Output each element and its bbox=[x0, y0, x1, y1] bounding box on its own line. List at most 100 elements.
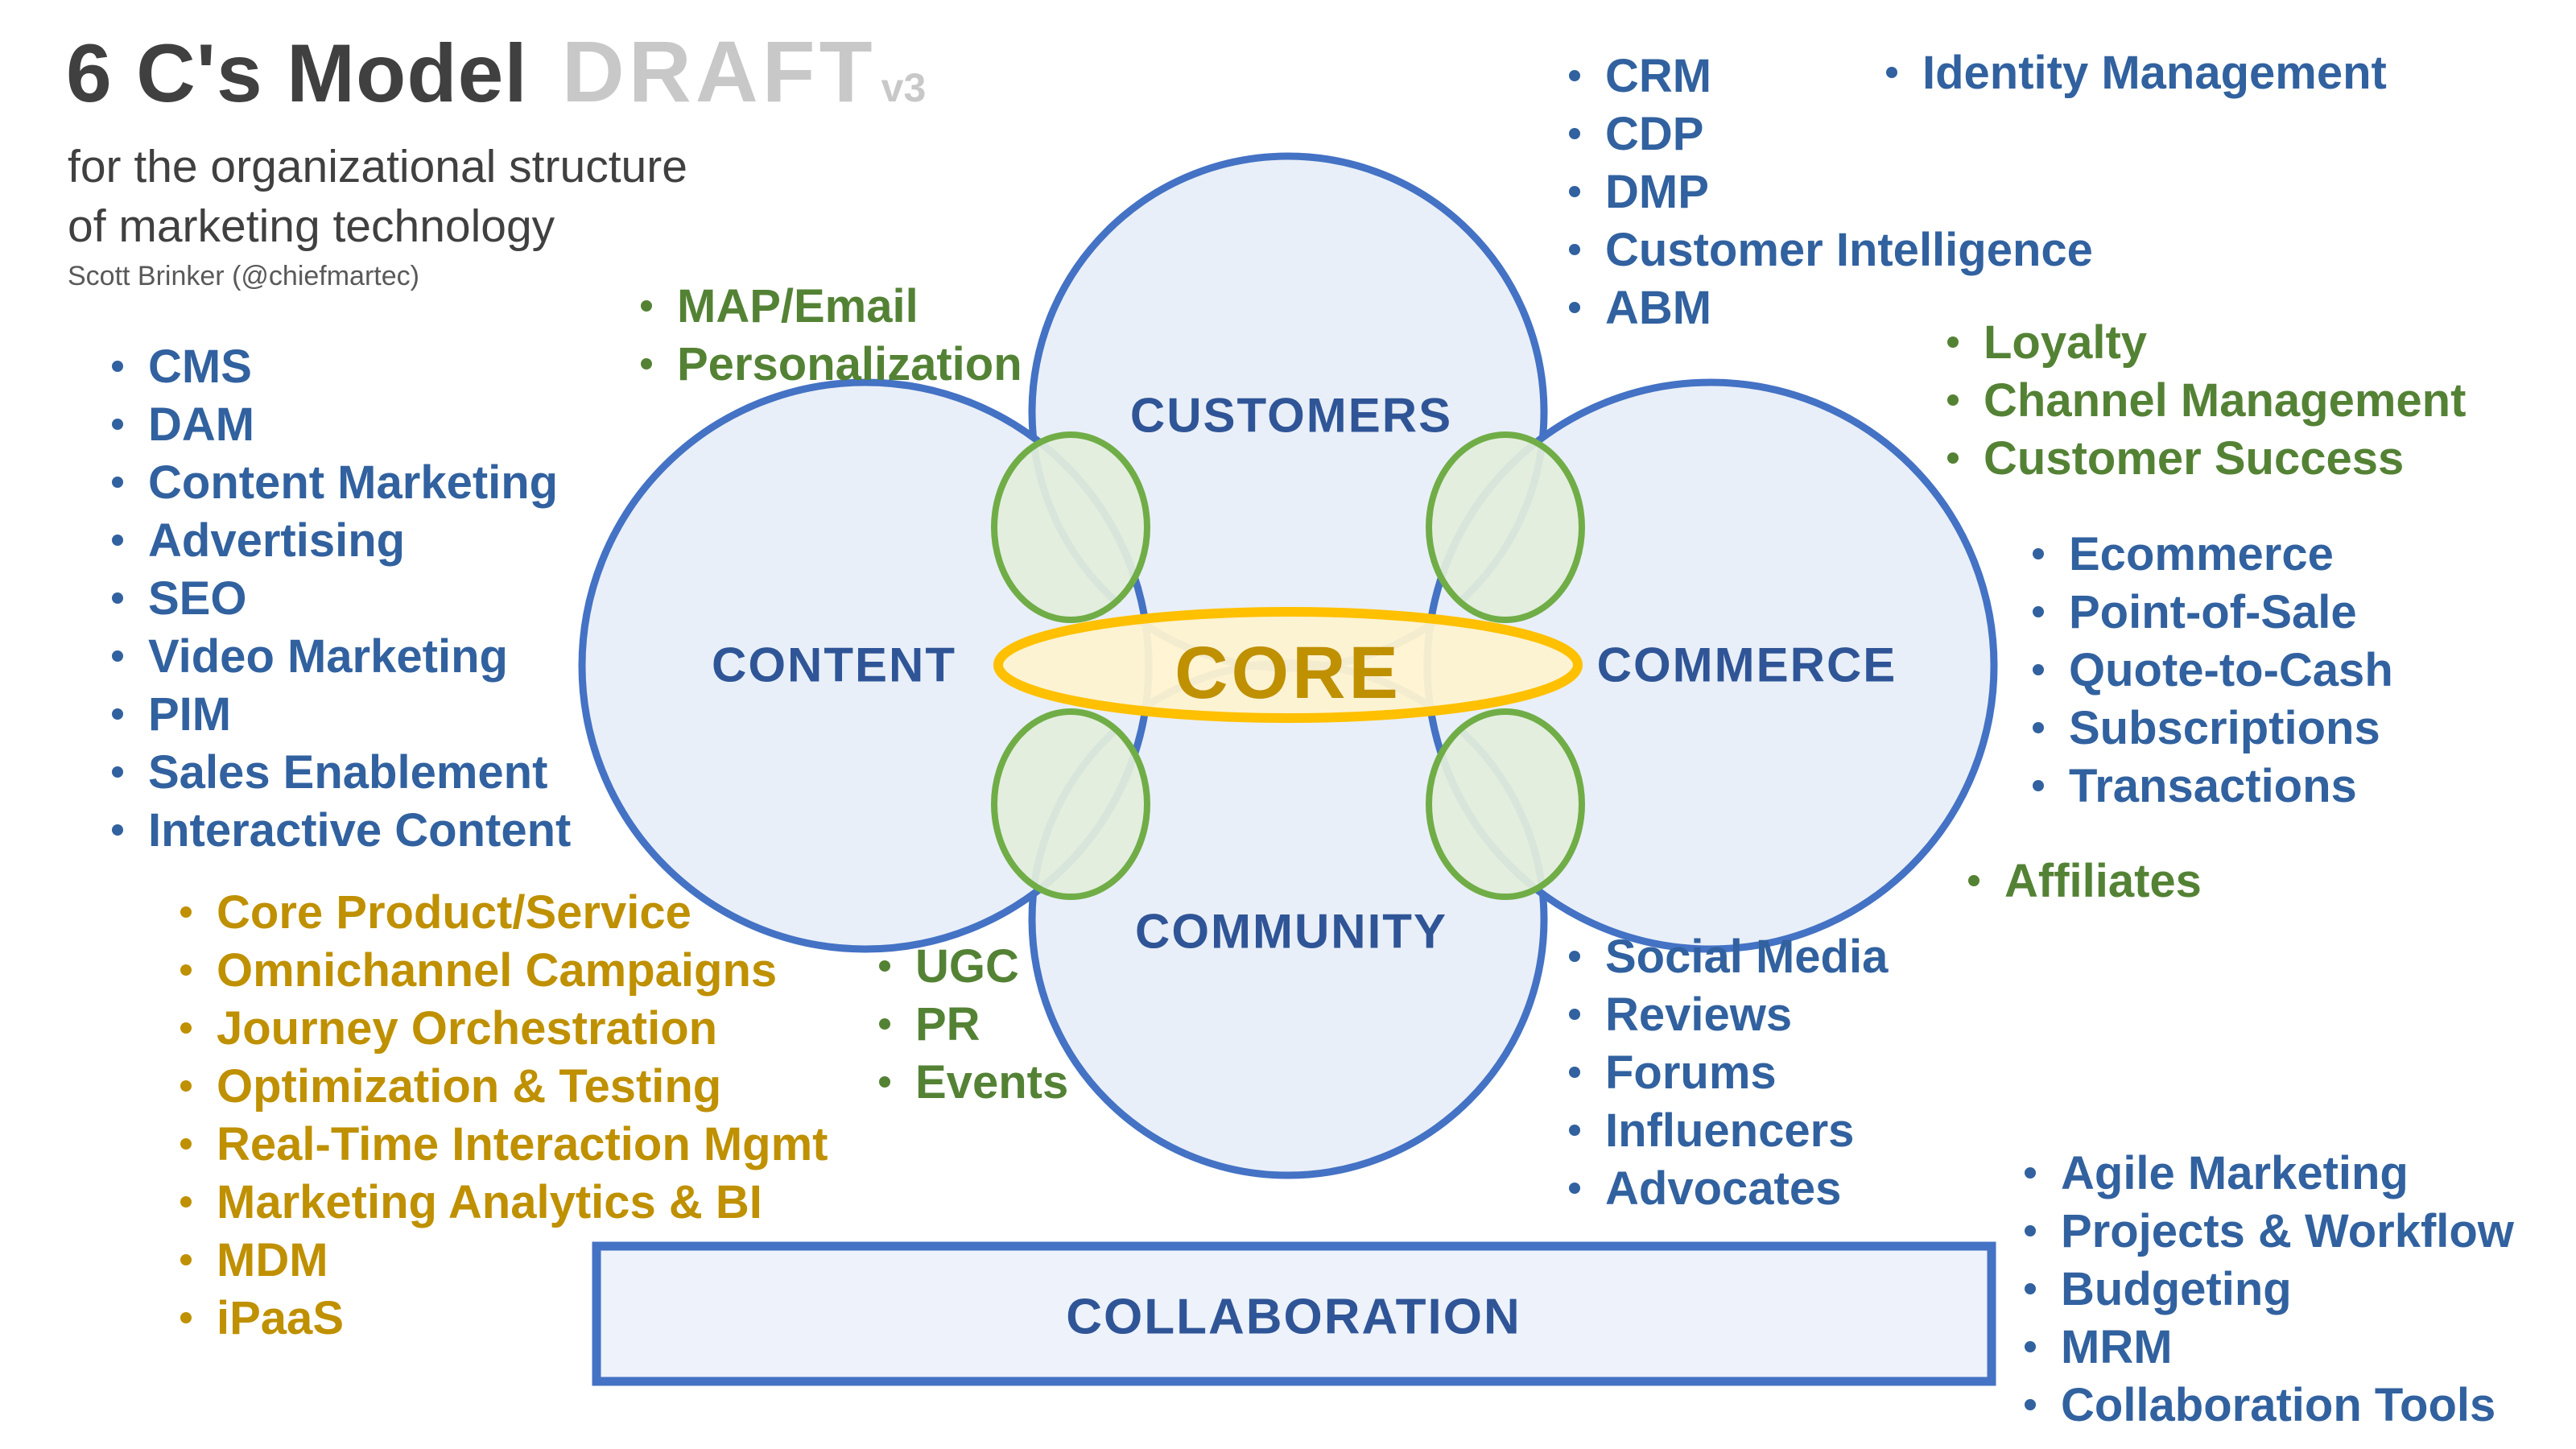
bullet-icon bbox=[1968, 875, 1979, 886]
collaboration-box bbox=[592, 1241, 1996, 1386]
list-item: SEO bbox=[112, 569, 571, 627]
list-item: Reviews bbox=[1569, 985, 1888, 1043]
bullet-icon bbox=[1569, 186, 1580, 197]
bullet-icon bbox=[180, 1254, 192, 1265]
bullet-icon bbox=[1569, 244, 1580, 255]
list-item-label: SEO bbox=[148, 572, 247, 625]
list-item-label: Collaboration Tools bbox=[2061, 1378, 2496, 1431]
bullet-icon bbox=[2033, 722, 2044, 733]
community-commerce-lens bbox=[1426, 708, 1585, 900]
community-label: COMMUNITY bbox=[1135, 905, 1447, 959]
bullet-icon bbox=[180, 1022, 192, 1034]
list-item-label: iPaaS bbox=[217, 1291, 344, 1344]
list-item: MDM bbox=[180, 1231, 828, 1289]
list-item: ABM bbox=[1569, 279, 2093, 336]
list-item-label: Sales Enablement bbox=[148, 745, 548, 799]
list-item-label: Core Product/Service bbox=[217, 886, 691, 939]
list-item: Omnichannel Campaigns bbox=[180, 941, 828, 999]
list-item-label: Point-of-Sale bbox=[2069, 585, 2357, 638]
list-item: Transactions bbox=[2033, 757, 2393, 815]
bullet-icon bbox=[2033, 780, 2044, 791]
list-item-label: Quote-to-Cash bbox=[2069, 643, 2393, 696]
list-item-label: Journey Orchestration bbox=[217, 1001, 718, 1055]
bullet-icon bbox=[180, 906, 192, 918]
list-item-label: Affiliates bbox=[2004, 854, 2202, 907]
list-item-label: Budgeting bbox=[2061, 1262, 2292, 1315]
list-identity-management: Identity Management bbox=[1886, 43, 2387, 101]
bullet-icon bbox=[641, 358, 652, 369]
list-item: Ecommerce bbox=[2033, 525, 2393, 583]
list-item-label: CRM bbox=[1605, 49, 1712, 102]
list-item-label: Identity Management bbox=[1922, 46, 2387, 99]
list-item: PR bbox=[879, 995, 1068, 1053]
bullet-icon bbox=[1569, 1183, 1580, 1194]
list-item: Marketing Analytics & BI bbox=[180, 1173, 828, 1231]
list-item: iPaaS bbox=[180, 1289, 828, 1347]
list-item-label: Reviews bbox=[1605, 988, 1793, 1041]
list-item: Advertising bbox=[112, 511, 571, 569]
bullet-icon bbox=[112, 477, 123, 488]
list-item: MAP/Email bbox=[641, 277, 1022, 335]
list-item-label: CDP bbox=[1605, 107, 1704, 160]
list-item: Real-Time Interaction Mgmt bbox=[180, 1115, 828, 1173]
list-item-label: Channel Management bbox=[1984, 374, 2467, 427]
list-item-label: Events bbox=[915, 1055, 1069, 1108]
list-item: CRM bbox=[1569, 47, 2093, 105]
bullet-icon bbox=[180, 1196, 192, 1208]
list-item: Interactive Content bbox=[112, 801, 571, 859]
bullet-icon bbox=[879, 1076, 890, 1088]
bullet-icon bbox=[1569, 1009, 1580, 1020]
list-item-label: MAP/Email bbox=[677, 279, 919, 332]
list-item: Channel Management bbox=[1947, 371, 2466, 429]
list-item-label: Forums bbox=[1605, 1046, 1777, 1099]
list-item-label: Subscriptions bbox=[2069, 701, 2380, 754]
list-item-label: PIM bbox=[148, 687, 232, 741]
list-item: CDP bbox=[1569, 105, 2093, 163]
bullet-icon bbox=[1569, 128, 1580, 139]
version-tag: v3 bbox=[881, 65, 927, 110]
list-item-label: ABM bbox=[1605, 281, 1712, 334]
list-item-label: Advertising bbox=[148, 514, 406, 567]
bullet-icon bbox=[1569, 70, 1580, 81]
list-item-label: MRM bbox=[2061, 1320, 2173, 1373]
list-item: Subscriptions bbox=[2033, 699, 2393, 757]
bullet-icon bbox=[2033, 664, 2044, 675]
list-item: Projects & Workflow bbox=[2025, 1202, 2514, 1260]
draft-watermark: DRAFT bbox=[561, 23, 877, 120]
bullet-icon bbox=[180, 964, 192, 976]
list-item-label: PR bbox=[915, 997, 980, 1051]
list-item: Social Media bbox=[1569, 927, 1888, 985]
list-item-label: Advocates bbox=[1605, 1162, 1842, 1215]
list-item: Identity Management bbox=[1886, 43, 2387, 101]
author-credit: Scott Brinker (@chiefmartec) bbox=[68, 261, 419, 291]
list-item: Loyalty bbox=[1947, 313, 2466, 371]
bullet-icon bbox=[1886, 67, 1897, 78]
list-item: PIM bbox=[112, 685, 571, 743]
bullet-icon bbox=[2033, 548, 2044, 559]
list-item-label: CMS bbox=[148, 340, 252, 393]
list-item: Affiliates bbox=[1968, 852, 2202, 910]
list-item-label: Omnichannel Campaigns bbox=[217, 943, 778, 997]
list-item: DAM bbox=[112, 395, 571, 453]
bullet-icon bbox=[1569, 1125, 1580, 1136]
customers-label: CUSTOMERS bbox=[1130, 389, 1452, 443]
bullet-icon bbox=[112, 766, 123, 778]
bullet-icon bbox=[1569, 951, 1580, 962]
list-item: CMS bbox=[112, 337, 571, 395]
bullet-icon bbox=[112, 824, 123, 836]
list-item: Customer Intelligence bbox=[1569, 221, 2093, 279]
bullet-icon bbox=[112, 361, 123, 372]
list-commerce-community-overlap: Affiliates bbox=[1968, 852, 2202, 910]
title-block: 6 C's Model DRAFT v3 bbox=[66, 21, 926, 122]
bullet-icon bbox=[1569, 302, 1580, 313]
bullet-icon bbox=[1947, 394, 1959, 406]
list-item: Sales Enablement bbox=[112, 743, 571, 801]
subtitle-line-1: for the organizational structure bbox=[68, 141, 687, 192]
list-item-label: DMP bbox=[1605, 165, 1709, 218]
list-item-label: Interactive Content bbox=[148, 803, 572, 857]
